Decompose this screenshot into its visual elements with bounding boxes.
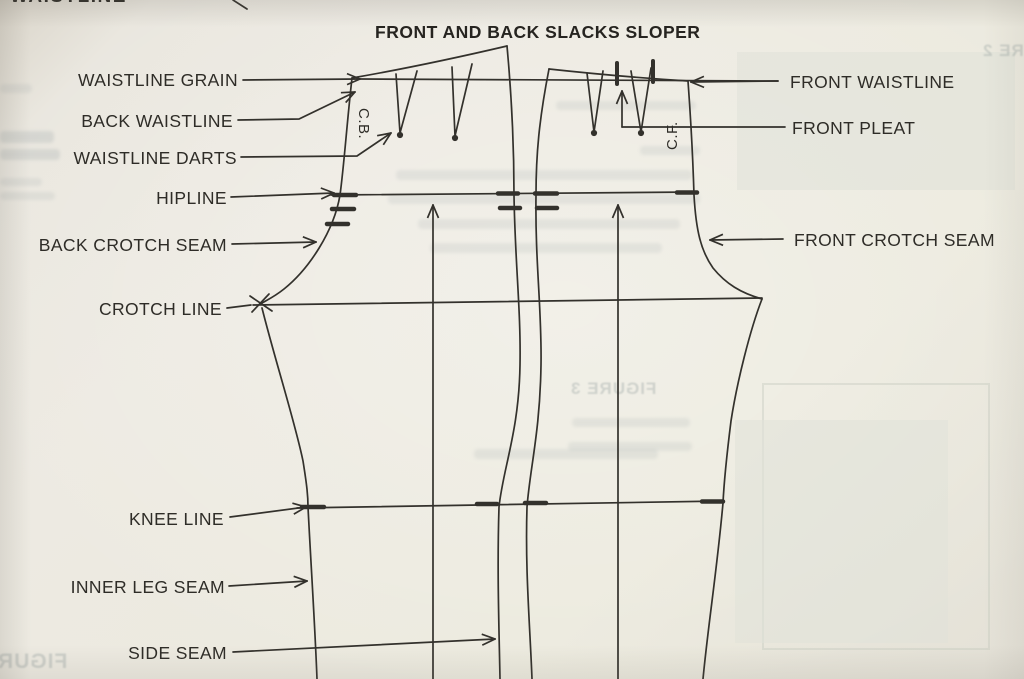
label-side-seam: SIDE SEAM [128, 643, 227, 663]
knee-line [296, 500, 724, 509]
page-title: FRONT AND BACK SLACKS SLOPER [375, 22, 701, 42]
waist-level-line [359, 78, 779, 82]
front-pattern-piece [525, 59, 763, 679]
label-hipline: HIPLINE [156, 188, 227, 208]
ghost-text-line [568, 442, 692, 451]
front-pleat-darts [586, 67, 652, 137]
ghost-text-line [0, 84, 32, 93]
ghost-figure-box-top-right [737, 52, 1015, 190]
label-knee-line: KNEE LINE [128, 509, 224, 529]
waistline-darts-leader [240, 133, 391, 158]
front-waistline-leader [691, 81, 779, 82]
clipped-label-waistline: WAISTLINE [10, 0, 127, 8]
back-crotch-seam-leader [231, 242, 316, 244]
leader-lines [226, 78, 786, 653]
ghost-text-line [0, 131, 54, 143]
ghost-text-line [0, 178, 42, 186]
inner-leg-seam-leader [228, 581, 307, 586]
clipped-leader-top [232, 0, 248, 10]
crotch-line-leader [226, 304, 252, 309]
ghost-text-line [572, 418, 690, 427]
label-crotch-line: CROTCH LINE [98, 299, 222, 319]
ghost-text-line [418, 219, 680, 229]
back-waistline-darts [395, 63, 473, 142]
front-crotch-seam-leader [710, 239, 784, 240]
label-waistline-darts: WAISTLINE DARTS [73, 148, 237, 168]
label-front-waistline: FRONT WAISTLINE [790, 72, 955, 92]
waistline-grain-leader [242, 79, 360, 80]
construction-lines [252, 190, 763, 510]
center-back-abbr: C.B. [355, 108, 372, 140]
back-waistline-leader [237, 92, 355, 121]
side-seam-leader [232, 639, 495, 653]
ghost-text-line [0, 192, 55, 200]
label-front-crotch-seam: FRONT CROTCH SEAM [794, 230, 995, 250]
ghost-text-line [556, 101, 696, 110]
ghost-text-line [388, 194, 700, 204]
center-front-abbr: C.F. [664, 121, 681, 150]
ghost-text-line [396, 170, 692, 180]
label-inner-leg-seam: INNER LEG SEAM [70, 577, 225, 597]
crotch-point-x-mark [249, 293, 273, 313]
label-front-pleat: FRONT PLEAT [792, 118, 916, 138]
label-waistline-grain: WAISTLINE GRAIN [78, 70, 238, 90]
crotch-line [252, 297, 763, 306]
back-pattern-piece [249, 45, 521, 679]
ghost-text-line [640, 146, 700, 155]
ghost-text-line [474, 449, 658, 459]
label-back-waistline: BACK WAISTLINE [81, 111, 233, 131]
balance-ticks [299, 190, 726, 510]
ghost-figure-box-mid-right [735, 420, 948, 643]
ghost-text-line [430, 243, 662, 253]
hipline-leader [230, 193, 334, 197]
knee-line-leader [229, 507, 306, 518]
label-back-crotch-seam: BACK CROTCH SEAM [38, 235, 227, 255]
ghost-text-line [0, 149, 60, 160]
